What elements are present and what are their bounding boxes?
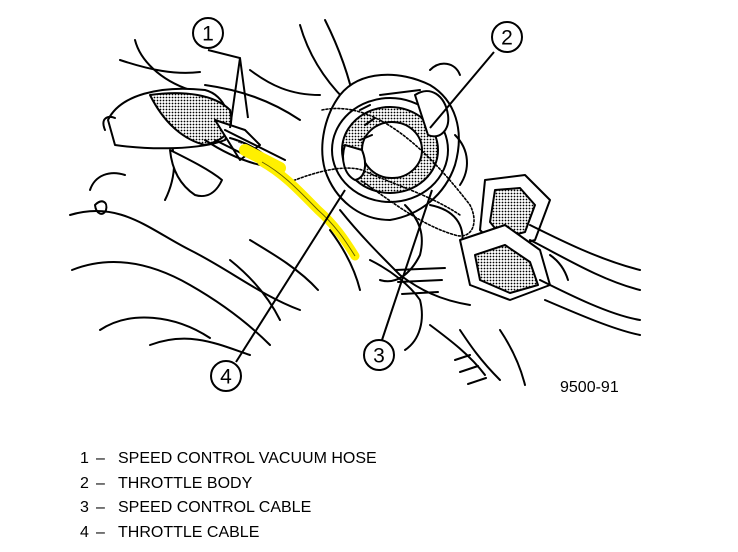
engine-line-art — [69, 19, 641, 386]
figure-id: 9500-91 — [560, 379, 619, 396]
callout-1: 1 — [192, 17, 224, 49]
svg-text:1: 1 — [202, 23, 214, 46]
callout-4: 4 — [210, 360, 242, 392]
legend-item: 1–SPEED CONTROL VACUUM HOSE — [80, 447, 377, 472]
svg-text:4: 4 — [220, 366, 232, 389]
legend: 1–SPEED CONTROL VACUUM HOSE 2–THROTTLE B… — [80, 447, 377, 545]
legend-label: THROTTLE BODY — [118, 474, 253, 492]
legend-dash: – — [96, 474, 105, 492]
legend-dash: – — [96, 450, 105, 467]
legend-label: THROTTLE CABLE — [118, 523, 260, 541]
legend-item: 4–THROTTLE CABLE — [80, 521, 377, 546]
svg-text:3: 3 — [373, 345, 385, 368]
leader-lines — [207, 49, 495, 363]
legend-number: 3 — [80, 499, 89, 516]
legend-dash: – — [96, 499, 105, 516]
legend-dash: – — [96, 523, 105, 541]
legend-number: 2 — [80, 474, 89, 492]
legend-label: SPEED CONTROL VACUUM HOSE — [118, 450, 377, 467]
svg-text:2: 2 — [501, 27, 513, 50]
legend-label: SPEED CONTROL CABLE — [118, 499, 312, 516]
throttle-cable-highlight — [239, 144, 360, 261]
legend-item: 3–SPEED CONTROL CABLE — [80, 496, 377, 521]
callout-2: 2 — [491, 21, 523, 53]
callout-3: 3 — [363, 339, 395, 371]
legend-item: 2–THROTTLE BODY — [80, 472, 377, 497]
legend-number: 4 — [80, 523, 89, 541]
legend-number: 1 — [80, 450, 89, 467]
